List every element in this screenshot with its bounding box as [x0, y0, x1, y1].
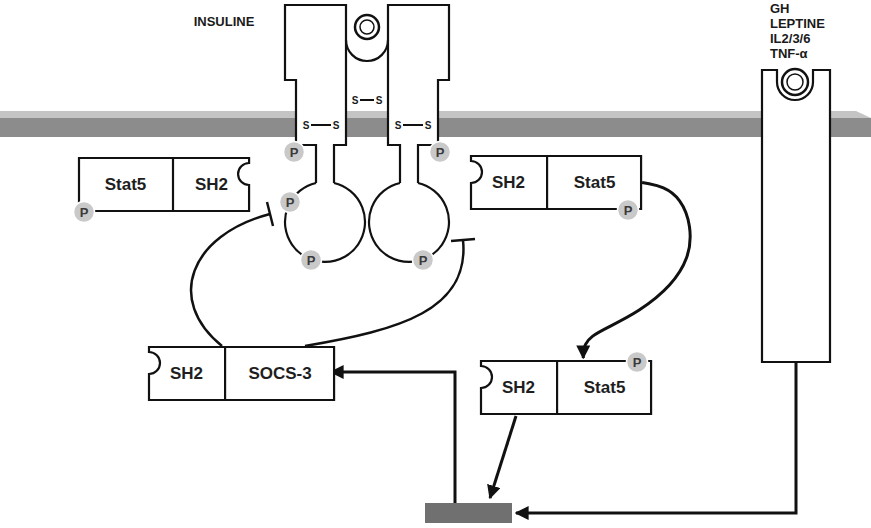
signal-arrow: [516, 362, 796, 513]
phospho-mark: P: [633, 355, 642, 370]
cytokine-ligand-ring: [787, 74, 803, 90]
domain-name: SH2: [170, 364, 203, 384]
phospho-disc: [413, 250, 434, 271]
inhibition-bar: [267, 202, 273, 226]
phospho-disc: [74, 202, 95, 223]
kinase-loop: [369, 183, 449, 262]
box-border: [481, 361, 651, 414]
circle-body: P: [412, 249, 434, 271]
phospho-mark: P: [436, 145, 445, 160]
cytokine-ligand: [782, 69, 808, 95]
phospho-circle: P: [279, 191, 301, 213]
domain-name: Stat5: [584, 378, 626, 398]
ligand-label: LEPTINE: [770, 17, 825, 31]
disulfide-bond: [403, 124, 423, 126]
circle-body: P: [279, 191, 301, 213]
sulfur-label: S: [425, 120, 432, 131]
protein-domain: SH2: [470, 155, 547, 210]
domain-divider: [556, 361, 558, 414]
protein-domain: SOCS-3: [225, 346, 335, 401]
domain-name: SOCS-3: [248, 364, 311, 384]
insulin-ligand-ring: [360, 20, 374, 34]
box-border: [149, 347, 334, 400]
box-border: [471, 156, 641, 209]
phospho-circle: P: [300, 249, 322, 271]
phospho-circle: P: [412, 249, 434, 271]
circle-body: P: [283, 141, 305, 163]
protein-box: SH2 Stat5: [480, 360, 652, 415]
circle-body: P: [626, 351, 648, 373]
circle-body: P: [429, 141, 451, 163]
phospho-disc: [430, 142, 451, 163]
phospho-circle: P: [73, 201, 95, 223]
domain-name: SH2: [492, 173, 525, 193]
receptor-half: [285, 5, 346, 183]
insulin-ligand: [355, 15, 379, 39]
inhibition-line: [191, 214, 270, 346]
domain-divider: [546, 156, 548, 209]
ligand-label: IL2/3/6: [770, 32, 810, 46]
protein-box: SH2 SOCS-3: [148, 346, 335, 401]
phospho-mark: P: [419, 253, 428, 268]
sulfur-label: S: [395, 120, 402, 131]
phospho-circle: P: [429, 141, 451, 163]
gene-box: [425, 503, 512, 523]
domain-name: Stat5: [105, 175, 147, 195]
box-border: [79, 158, 249, 211]
protein-box: Stat5 SH2: [78, 157, 250, 212]
phospho-disc: [618, 200, 639, 221]
phospho-disc: [284, 142, 305, 163]
phospho-circle: P: [617, 199, 639, 221]
circle-body: P: [300, 249, 322, 271]
phospho-mark: P: [286, 195, 295, 210]
signal-arrow: [490, 416, 516, 498]
phospho-disc: [280, 192, 301, 213]
phospho-disc: [627, 352, 648, 373]
sulfur-label: S: [303, 120, 310, 131]
protein-domain: SH2: [148, 346, 225, 401]
phospho-mark: P: [624, 203, 633, 218]
protein-box: SH2 Stat5: [470, 155, 642, 210]
domain-name: SH2: [502, 378, 535, 398]
protein-domain: Stat5: [78, 157, 173, 212]
domain-name: Stat5: [574, 173, 616, 193]
receptor-label: INSULINE: [194, 15, 255, 29]
ligand-label: TNF-α: [770, 47, 808, 61]
binding-cup: [346, 40, 388, 61]
circle-body: P: [617, 199, 639, 221]
phospho-disc: [301, 250, 322, 271]
domain-name: SH2: [195, 175, 228, 195]
inhibition-bar: [451, 239, 475, 241]
disulfide-bond: [311, 124, 331, 126]
receptor-half: [388, 5, 449, 183]
phospho-mark: P: [80, 205, 89, 220]
phospho-mark: P: [307, 253, 316, 268]
phospho-circle: P: [283, 141, 305, 163]
expression-arrow: [331, 372, 455, 503]
sulfur-label: S: [352, 95, 359, 106]
protein-domain: SH2: [480, 360, 557, 415]
domain-divider: [224, 347, 226, 400]
cytokine-receptor: [762, 70, 830, 362]
ligand-label: GH: [770, 2, 790, 16]
sulfur-label: S: [376, 95, 383, 106]
phospho-mark: P: [290, 145, 299, 160]
inhibition-line: [305, 240, 463, 346]
disulfide-bond: [360, 99, 374, 101]
sulfur-label: S: [333, 120, 340, 131]
protein-domain: SH2: [173, 157, 250, 212]
phospho-circle: P: [626, 351, 648, 373]
circle-body: P: [73, 201, 95, 223]
domain-divider: [172, 158, 174, 211]
